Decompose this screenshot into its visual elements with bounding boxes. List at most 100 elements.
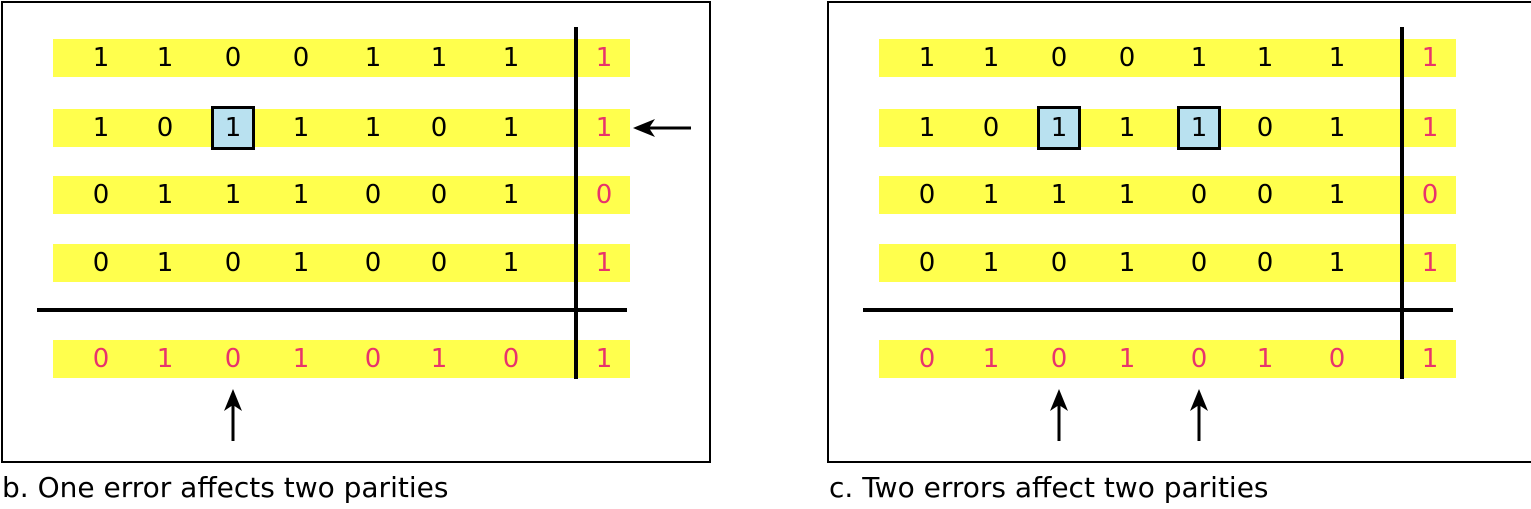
column-parity-bit: 1	[156, 344, 174, 374]
data-bit: 1	[1328, 180, 1346, 210]
data-bit: 1	[1118, 248, 1136, 278]
column-parity-bit: 0	[224, 344, 242, 374]
column-parity-bit: 1	[1256, 344, 1274, 374]
row-band	[879, 176, 1456, 214]
data-bit: 0	[430, 248, 448, 278]
column-parity-bit: 0	[1328, 344, 1346, 374]
data-bit: 0	[1256, 248, 1274, 278]
column-parity-bit: 1	[595, 344, 613, 374]
data-bit: 1	[92, 43, 110, 73]
parity-column-divider	[574, 27, 578, 379]
arrow-up-icon	[224, 389, 242, 441]
column-parity-bit: 1	[292, 344, 310, 374]
data-bit: 0	[224, 43, 242, 73]
parity-bit: 0	[1421, 180, 1439, 210]
data-bit: 1	[1118, 180, 1136, 210]
data-bit: 1	[156, 248, 174, 278]
column-parity-bit: 0	[1050, 344, 1068, 374]
data-bit: 0	[1118, 43, 1136, 73]
data-bit: 1	[982, 248, 1000, 278]
column-parity-bit: 0	[502, 344, 520, 374]
parity-row-band	[879, 340, 1456, 378]
parity-bit: 1	[595, 43, 613, 73]
parity-column-divider	[1400, 27, 1404, 379]
data-bit: 1	[1190, 43, 1208, 73]
parity-bit: 1	[1421, 43, 1439, 73]
row-band	[53, 39, 630, 77]
column-parity-bit: 0	[92, 344, 110, 374]
row-band	[53, 109, 630, 147]
data-bit: 1	[982, 180, 1000, 210]
data-bit: 1	[430, 43, 448, 73]
data-bit: 0	[918, 248, 936, 278]
data-bit: 1	[918, 113, 936, 143]
arrow-left-icon	[633, 119, 691, 137]
parity-bit: 1	[595, 248, 613, 278]
parity-bit: 0	[595, 180, 613, 210]
row-band	[879, 109, 1456, 147]
data-bit: 0	[1256, 113, 1274, 143]
data-bit: 0	[224, 248, 242, 278]
data-bit: 1	[1256, 43, 1274, 73]
parity-row-band	[53, 340, 630, 378]
data-bit: 1	[502, 43, 520, 73]
caption-b: b. One error affects two parities	[2, 471, 449, 504]
data-bit: 1	[92, 113, 110, 143]
row-band	[53, 244, 630, 282]
caption-c: c. Two errors affect two parities	[829, 471, 1269, 504]
data-bit: 1	[156, 43, 174, 73]
error-bit: 1	[211, 106, 255, 150]
row-band	[53, 176, 630, 214]
column-parity-bit: 1	[1421, 344, 1439, 374]
data-bit: 0	[1190, 248, 1208, 278]
data-bit: 0	[1190, 180, 1208, 210]
column-parity-bit: 0	[364, 344, 382, 374]
data-bit: 1	[1118, 113, 1136, 143]
parity-bit: 1	[1421, 248, 1439, 278]
column-parity-bit: 0	[1190, 344, 1208, 374]
column-parity-bit: 1	[1118, 344, 1136, 374]
data-bit: 0	[292, 43, 310, 73]
data-bit: 1	[224, 180, 242, 210]
data-bit: 1	[1050, 180, 1068, 210]
parity-bit: 1	[595, 113, 613, 143]
data-bit: 1	[502, 180, 520, 210]
parity-bit: 1	[1421, 113, 1439, 143]
arrow-up-icon	[1050, 389, 1068, 441]
data-bit: 1	[292, 180, 310, 210]
parity-row-divider	[863, 308, 1453, 312]
data-bit: 0	[1256, 180, 1274, 210]
error-bit: 1	[1037, 106, 1081, 150]
data-bit: 0	[156, 113, 174, 143]
data-bit: 0	[92, 180, 110, 210]
row-band	[879, 39, 1456, 77]
data-bit: 1	[292, 248, 310, 278]
data-bit: 0	[1050, 43, 1068, 73]
data-bit: 1	[1328, 248, 1346, 278]
data-bit: 1	[1328, 113, 1346, 143]
data-bit: 1	[292, 113, 310, 143]
column-parity-bit: 1	[430, 344, 448, 374]
data-bit: 0	[982, 113, 1000, 143]
panel-c-two-errors: 1 1 0 0 1 1 1 1 1 0 1 1 1 0 1 1 0 1 1 1 0 0 1 0 0 1 0 1 0 0 1 1 0 1 0 1 0 1 0 1	[827, 1, 1531, 463]
column-parity-bit: 1	[982, 344, 1000, 374]
data-bit: 1	[982, 43, 1000, 73]
data-bit: 1	[364, 113, 382, 143]
parity-row-divider	[37, 308, 627, 312]
data-bit: 1	[1328, 43, 1346, 73]
data-bit: 1	[156, 180, 174, 210]
data-bit: 1	[502, 113, 520, 143]
data-bit: 0	[918, 180, 936, 210]
error-bit: 1	[1177, 106, 1221, 150]
arrow-up-icon	[1190, 389, 1208, 441]
data-bit: 0	[364, 248, 382, 278]
row-band	[879, 244, 1456, 282]
data-bit: 0	[430, 180, 448, 210]
data-bit: 0	[92, 248, 110, 278]
data-bit: 0	[364, 180, 382, 210]
data-bit: 1	[918, 43, 936, 73]
data-bit: 0	[1050, 248, 1068, 278]
column-parity-bit: 0	[918, 344, 936, 374]
